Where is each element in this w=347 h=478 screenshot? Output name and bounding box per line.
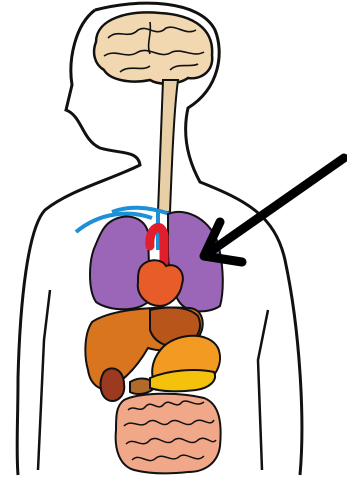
heart	[138, 260, 183, 306]
intestines	[116, 394, 221, 474]
kidney	[101, 368, 125, 401]
brain	[94, 12, 212, 83]
